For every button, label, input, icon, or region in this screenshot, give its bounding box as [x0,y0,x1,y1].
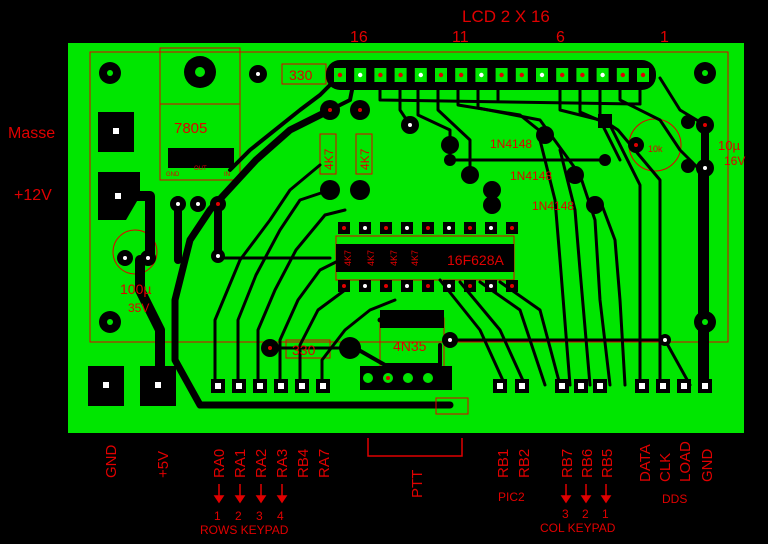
power-pads [88,112,176,406]
diode-1-label: 1N4148 [490,137,532,151]
svg-text:RB7: RB7 [559,449,576,478]
svg-text:LOAD: LOAD [677,441,694,482]
pic2-label: PIC2 [498,490,525,504]
regulator-7805 [168,148,234,263]
svg-text:RA3: RA3 [274,449,291,478]
svg-text:2: 2 [582,507,589,521]
svg-text:DATA: DATA [637,444,654,482]
regulator-label: 7805 [174,120,207,137]
pin-label-1: 1 [660,29,669,46]
svg-text:GND: GND [166,172,180,178]
resistor-bottom-label: 330 [292,342,316,358]
svg-text:4K7: 4K7 [366,250,376,266]
rows-keypad-label: ROWS KEYPAD [200,523,289,537]
svg-text:4K7: 4K7 [358,148,372,170]
svg-text:2: 2 [235,509,242,523]
cap-right-value: 10µ [718,138,740,153]
svg-text:RA0: RA0 [211,449,228,478]
resistor-top-label: 330 [289,67,313,83]
cap-right-voltage: 16V [724,154,745,168]
outside-labels: LCD 2 X 16 16 11 6 1 Masse +12V [8,7,669,204]
mcu-16f628a [336,222,518,292]
cap-left-voltage: 35V [128,301,149,315]
pin-label-6: 6 [556,29,565,46]
lcd-title: LCD 2 X 16 [462,7,550,26]
svg-text:OUT: OUT [194,166,207,172]
svg-text:4K7: 4K7 [343,250,353,266]
dds-title: DDS [662,492,687,506]
svg-text:RB5: RB5 [599,449,616,478]
svg-text:RA1: RA1 [232,449,249,478]
mcu-label: 16F628A [447,252,504,268]
diode-2-label: 1N4148 [510,169,552,183]
svg-text:RB6: RB6 [579,449,596,478]
svg-text:4K7: 4K7 [410,250,420,266]
opto-label: 4N35 [393,338,427,354]
gnd-left-label: GND [103,445,120,479]
svg-text:4: 4 [277,509,284,523]
svg-text:1: 1 [602,507,609,521]
pin-label-16: 16 [350,29,368,46]
svg-text:3: 3 [256,509,263,523]
opto-4n35 [360,310,452,390]
svg-text:3: 3 [562,507,569,521]
svg-text:IN: IN [224,172,230,178]
misc-pads [249,65,695,359]
plus12v-label: +12V [14,187,52,204]
cap-left-value: 100µ [120,281,151,297]
svg-text:RB2: RB2 [516,449,533,478]
pot-label: 10k [648,144,663,154]
masse-label: Masse [8,125,55,142]
board-labels: 7805 GND OUT IN 100µ 35V 10µ 16V 10k 330… [120,67,745,358]
pin-label-11: 11 [452,29,469,46]
ptt-bracket [367,438,463,457]
mounting-holes [99,56,716,333]
ptt-label: PTT [409,470,426,498]
svg-text:RA7: RA7 [316,449,333,478]
lcd-header-pins [326,60,656,90]
svg-text:4K7: 4K7 [389,250,399,266]
bottom-labels: GND +5V RA0 RA1 RA2 RA3 RB4 RA7 PTT RB1 … [103,441,716,537]
svg-text:RB4: RB4 [295,449,312,478]
plus5v-label: +5V [155,451,172,478]
svg-text:1: 1 [214,509,221,523]
diode-3-label: 1N4148 [532,199,574,213]
signal-arrows [213,484,612,504]
col-keypad-label: COL KEYPAD [540,521,616,535]
svg-text:GND: GND [699,449,716,483]
bottom-connectors [211,379,712,393]
svg-text:RA2: RA2 [253,449,270,478]
svg-text:4K7: 4K7 [322,148,336,170]
capacitors [117,116,714,266]
svg-text:RB1: RB1 [495,449,512,478]
svg-text:CLK: CLK [657,453,674,482]
